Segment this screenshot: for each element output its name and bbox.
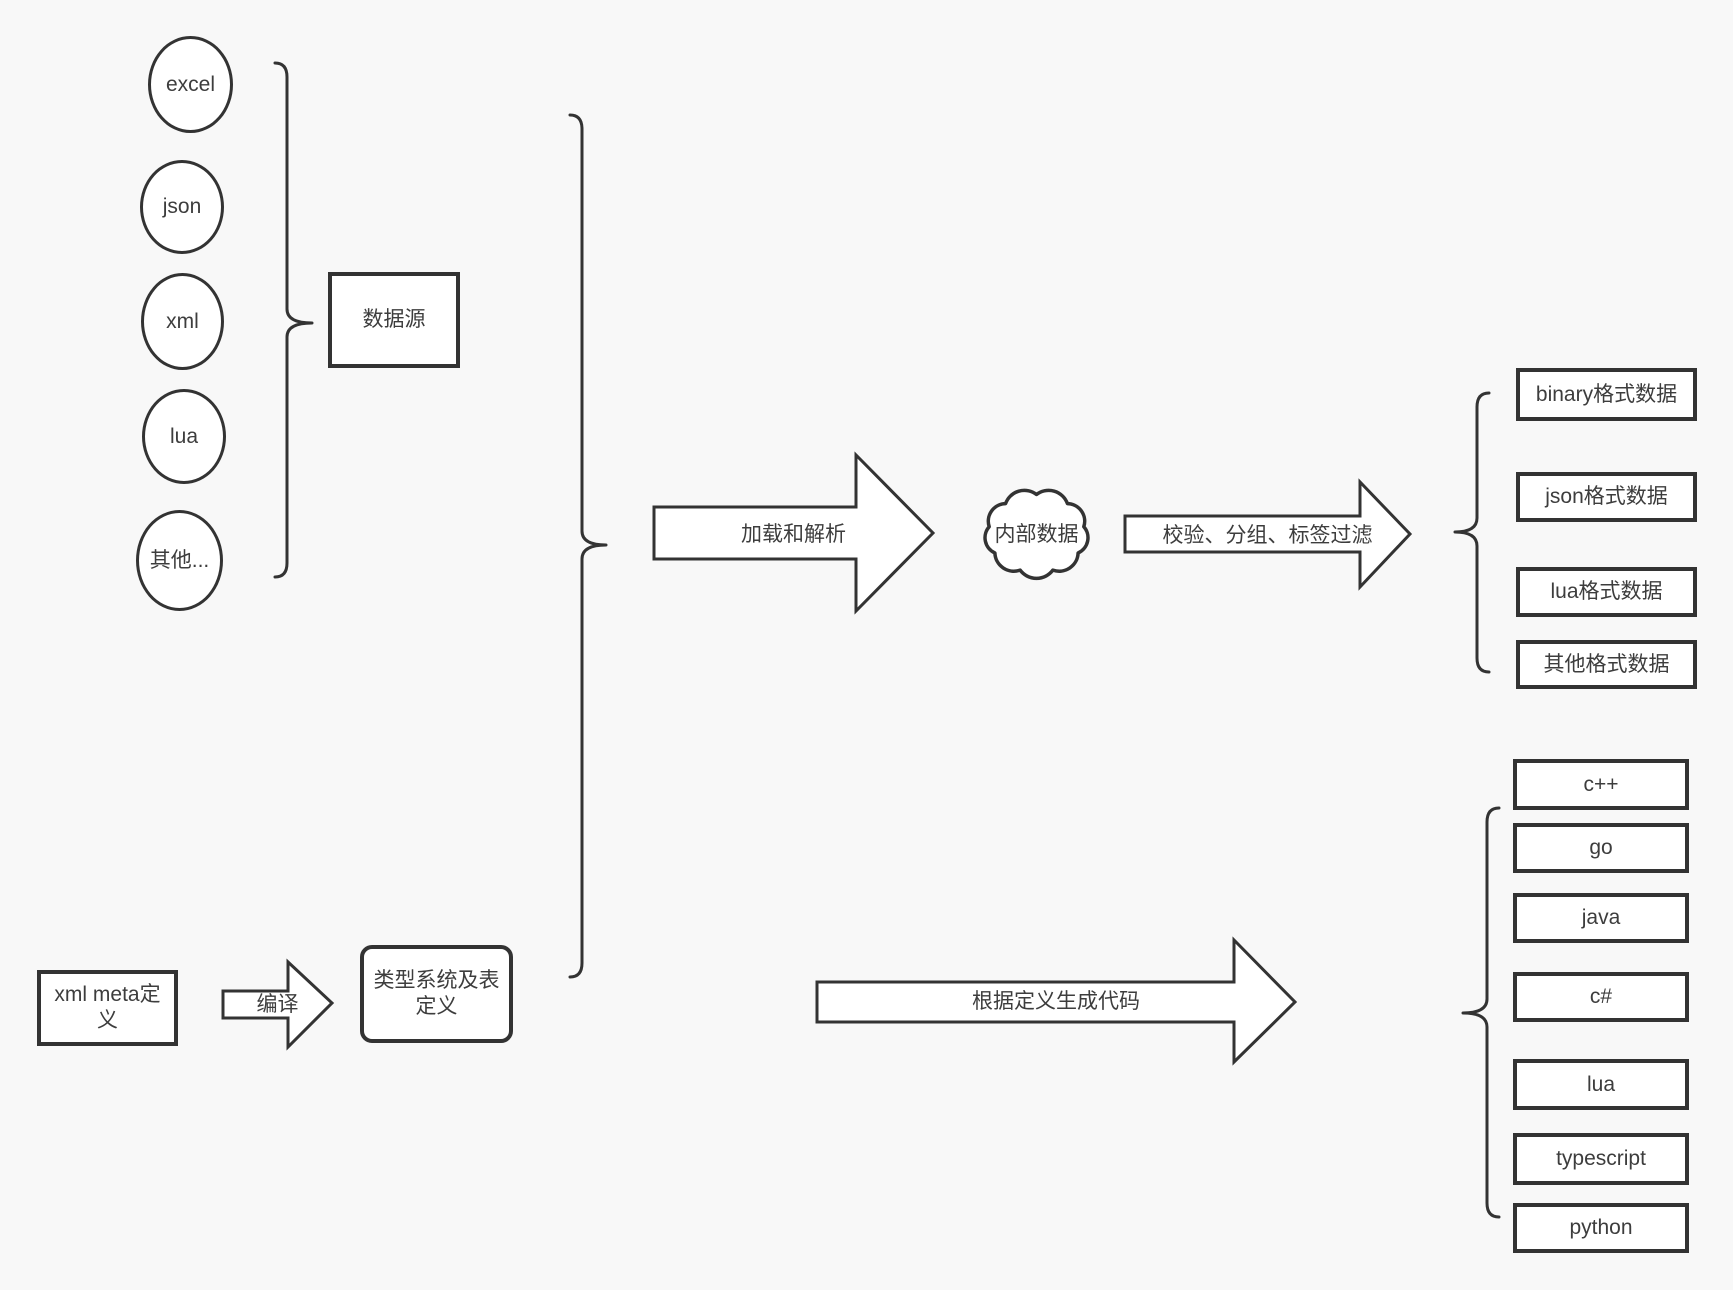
language-box-typescript: typescript — [1513, 1133, 1689, 1185]
load-parse-arrow-shape — [652, 451, 936, 615]
language-box-label: c# — [1589, 985, 1613, 1008]
language-box-java: java — [1513, 893, 1689, 943]
format-box-label: binary格式数据 — [1535, 382, 1678, 406]
data-source-label: 数据源 — [362, 308, 426, 331]
compile-arrow-shape — [221, 958, 335, 1051]
language-box-label: c++ — [1583, 772, 1619, 796]
source-node-label: lua — [169, 424, 199, 448]
source-node-xml: xml — [141, 273, 224, 370]
language-box-go: go — [1513, 823, 1689, 873]
sources-group-brace — [273, 61, 314, 579]
generate-code-arrow-shape — [815, 936, 1298, 1066]
pipeline-input-brace — [568, 113, 608, 979]
type-system-line1: 类型系统及表 — [373, 969, 500, 992]
xml-meta-definition-box: xml meta定 义 — [37, 970, 178, 1046]
data-source-box: 数据源 — [328, 272, 460, 368]
source-node-label: 其他... — [149, 548, 210, 572]
format-box-binary: binary格式数据 — [1516, 368, 1697, 421]
language-box-lua: lua — [1513, 1059, 1689, 1110]
source-node-label: excel — [165, 72, 216, 96]
language-box-label: java — [1581, 906, 1621, 929]
internal-data-cloud-label: 内部数据 — [994, 523, 1079, 546]
generate-code-arrow-label: 根据定义生成代码 — [972, 990, 1140, 1013]
type-system-box: 类型系统及表 定义 — [360, 945, 513, 1043]
load-parse-arrow-label: 加载和解析 — [741, 523, 846, 546]
source-node-other: 其他... — [136, 510, 223, 611]
language-box-label: typescript — [1556, 1147, 1646, 1170]
source-node-lua: lua — [142, 389, 226, 484]
filter-arrow-label: 校验、分组、标签过滤 — [1162, 524, 1373, 547]
source-node-excel: excel — [148, 36, 233, 133]
source-node-label: xml — [166, 309, 199, 333]
source-node-json: json — [140, 160, 224, 254]
format-box-json: json格式数据 — [1516, 472, 1697, 522]
xml-meta-line1: xml meta定 — [54, 983, 161, 1006]
format-box-label: 其他格式数据 — [1543, 652, 1670, 676]
format-box-lua: lua格式数据 — [1516, 567, 1697, 617]
languages-group-brace — [1461, 806, 1501, 1219]
format-box-label: json格式数据 — [1545, 485, 1668, 508]
format-box-label: lua格式数据 — [1550, 580, 1663, 603]
language-box-csharp: c# — [1513, 972, 1689, 1022]
source-node-label: json — [162, 195, 202, 218]
language-box-label: lua — [1586, 1072, 1616, 1096]
language-box-cpp: c++ — [1513, 759, 1689, 810]
xml-meta-line2: 义 — [97, 1009, 118, 1032]
language-box-label: go — [1589, 836, 1613, 859]
filter-arrow-shape — [1123, 478, 1413, 591]
type-system-line2: 定义 — [415, 995, 458, 1018]
language-box-label: python — [1569, 1216, 1633, 1239]
formats-group-brace — [1453, 391, 1491, 674]
compile-arrow-label: 编译 — [256, 993, 299, 1016]
internal-data-cloud — [983, 488, 1090, 581]
format-box-other: 其他格式数据 — [1516, 640, 1697, 689]
language-box-python: python — [1513, 1203, 1689, 1253]
